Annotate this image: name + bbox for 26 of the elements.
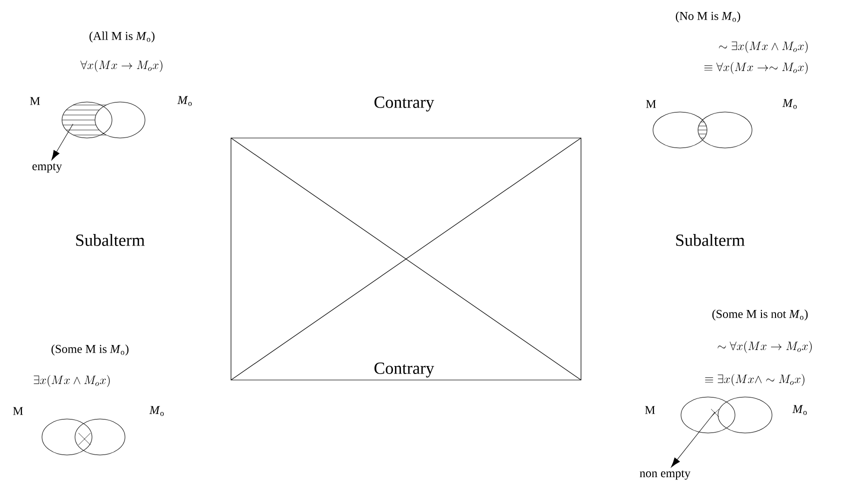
leader-arrow [670,412,716,468]
leader-arrow [51,124,74,160]
set-label: M$_{o}$ [149,406,164,416]
formula: $\sim \forall x(Mx \rightarrow M_ox)$ [718,341,812,353]
statement-text: (Some M is not M$_{o}$) [712,310,808,320]
formula: $\forall x(Mx \rightarrow M_ox)$ [80,60,162,72]
statement-text: (No M is M$_{o}$) [676,12,740,22]
statement-text: (All M is M$_{o}$) [90,32,154,42]
set-label: M [30,97,40,105]
relation-label: Subalterm [76,234,145,246]
relation-label: Subalterm [676,234,745,246]
set-label: M [646,100,656,108]
set-label: M$_{o}$ [782,99,797,109]
set-label: M [645,406,655,414]
set-label: M$_{o}$ [177,96,192,106]
set-label: M$_{o}$ [792,405,807,415]
statement-text: (Some M is M$_{o}$) [52,344,128,356]
formula: $\equiv \forall x(Mx \rightarrow\sim M_ox)$ [704,62,808,74]
set-label: M [13,407,23,415]
relation-label: Contrary [374,362,434,378]
note-text: empty [32,163,62,173]
note-text: non empty [640,470,690,480]
formula: $\sim \exists x(Mx \wedge M_ox)$ [719,41,808,53]
formula: $\exists x(Mx \wedge M_ox)$ [34,375,110,387]
formula: $\equiv \exists x(Mx\wedge \sim M_ox)$ [705,374,804,386]
relation-label: Contrary [374,96,434,112]
